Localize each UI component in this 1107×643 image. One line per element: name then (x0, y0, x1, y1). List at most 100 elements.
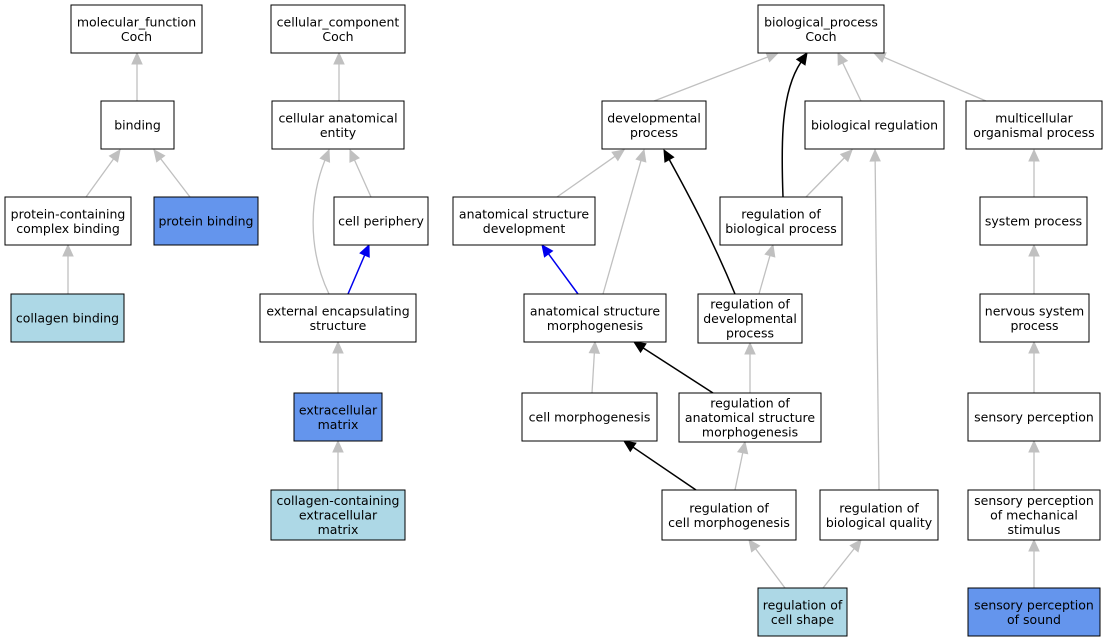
arrowhead-developmental_process-to-biological_process (765, 51, 780, 63)
edge-regulation_of_cell_shape-to-regulation_of_biological_quality (822, 548, 855, 589)
node-label-line: developmental (703, 311, 797, 326)
node-box (965, 100, 1103, 150)
node-binding[interactable]: binding (100, 100, 175, 150)
node-protein-binding[interactable]: protein binding (153, 196, 259, 246)
edge-cell_morphogenesis-to-anatomical_structure_morphogenesis (591, 352, 596, 394)
arrowhead-collagen_binding-to-protein_containing_complex_binding (62, 243, 74, 257)
edge-anatomical_structure_morphogenesis-to-anatomical_structure_development (547, 253, 579, 295)
node-box (601, 100, 707, 150)
node-box (100, 100, 175, 150)
node-label-line: structure (310, 318, 367, 333)
arrowhead-regulation_of_biological_quality-to-biological_regulation (869, 148, 881, 162)
arrowhead-sensory_perception_of_mechanical_stimulus-to-sensory_perception (1028, 439, 1040, 453)
node-biological-regulation[interactable]: biological regulation (804, 100, 945, 150)
node-label-line: sensory perception (974, 597, 1094, 612)
arrowhead-anatomical_structure_morphogenesis-to-anatomical_structure_development (541, 244, 554, 258)
arrowhead-extracellular_matrix-to-external_encapsulating_structure (332, 340, 344, 354)
edge-cell_periphery-to-cellular_anatomical_entity (353, 159, 372, 198)
node-label-line: cell periphery (338, 214, 424, 229)
edge-regulation_of_biological_process-to-biological_process (781, 61, 802, 198)
edge-protein_binding-to-binding (160, 158, 191, 198)
node-label-line: of mechanical (990, 508, 1078, 523)
node-label-line: Coch (121, 29, 152, 44)
arrowhead-regulation_of_cell_shape-to-regulation_of_biological_quality (849, 539, 862, 553)
arrowhead-nervous_system_process-to-system_process (1028, 243, 1040, 257)
edge-regulation_of_cell_morphogenesis-to-regulation_of_anatomical_structure_morphogenesis (734, 452, 744, 491)
arrowhead-sensory_perception-to-nervous_system_process (1028, 340, 1040, 354)
node-cell-periphery[interactable]: cell periphery (333, 196, 429, 246)
node-label-line: cellular_component (277, 14, 400, 29)
node-label-line: biological_process (764, 14, 878, 29)
arrowhead-external_encapsulating_structure-to-cellular_anatomical_entity (319, 148, 331, 163)
node-label-line: process (630, 125, 678, 140)
node-label-line: cell shape (771, 612, 835, 627)
node-sensory-perception[interactable]: sensory perception (967, 392, 1101, 442)
arrowhead-collagen_containing_extracellular_matrix-to-extracellular_matrix (332, 439, 344, 453)
node-label-line: regulation of (839, 500, 919, 515)
node-label-line: organismal process (973, 125, 1094, 140)
edge-protein_containing_complex_binding-to-binding (85, 158, 115, 198)
arrowhead-regulation_of_cell_shape-to-regulation_of_cell_morphogenesis (748, 539, 761, 553)
node-label-line: nervous system (985, 303, 1084, 318)
arrowhead-binding-to-molecular_function (131, 51, 143, 65)
edge-regulation_of_cell_morphogenesis-to-cell_morphogenesis (632, 446, 697, 491)
node-collagen-binding[interactable]: collagen binding (10, 293, 125, 343)
arrowhead-regulation_of_anatomical_structure_morphogenesis-to-regulation_of_developmental_process (744, 341, 756, 355)
node-box (271, 100, 405, 150)
node-box (259, 293, 417, 343)
arrowhead-regulation_of_developmental_process-to-regulation_of_biological_process (764, 243, 776, 258)
node-label-line: Coch (805, 29, 836, 44)
node-box (979, 293, 1090, 343)
node-label-line: sensory perception (974, 410, 1094, 425)
arrowhead-cell_periphery-to-cellular_anatomical_entity (349, 148, 360, 163)
node-label-line: regulation of (710, 396, 790, 411)
node-label-line: matrix (318, 417, 359, 432)
node-label-line: extracellular (299, 402, 378, 417)
node-box (10, 293, 125, 343)
node-label-line: external encapsulating (266, 303, 409, 318)
arrowhead-regulation_of_biological_process-to-biological_process (795, 51, 808, 66)
arrowhead-multicellular_organismal_process-to-biological_process (872, 52, 887, 63)
node-box (719, 196, 843, 246)
node-label-line: process (726, 326, 774, 341)
node-label-line: regulation of (710, 297, 790, 312)
arrowhead-regulation_of_developmental_process-to-developmental_process (663, 148, 675, 163)
arrowhead-anatomical_structure_morphogenesis-to-developmental_process (635, 148, 647, 163)
node-label-line: regulation of (741, 206, 821, 221)
node-box (293, 392, 383, 442)
edge-regulation_of_anatomical_structure_morphogenesis-to-anatomical_structure_morphogenesis (642, 347, 714, 394)
node-label-line: regulation of (689, 500, 769, 515)
node-system-process[interactable]: system process (979, 196, 1088, 246)
node-box (979, 196, 1088, 246)
arrowhead-protein_binding-to-binding (153, 149, 166, 163)
edge-developmental_process-to-biological_process (653, 56, 768, 102)
edge-external_encapsulating_structure-to-cellular_anatomical_entity (312, 159, 330, 295)
node-label-line: complex binding (16, 221, 120, 236)
edge-anatomical_structure_development-to-developmental_process (556, 155, 616, 198)
edge-regulation_of_biological_process-to-biological_regulation (805, 157, 845, 198)
node-cell-morphogenesis[interactable]: cell morphogenesis (521, 392, 658, 442)
arrowhead-regulation_of_cell_morphogenesis-to-regulation_of_anatomical_structure_morphogenesis (736, 440, 749, 455)
